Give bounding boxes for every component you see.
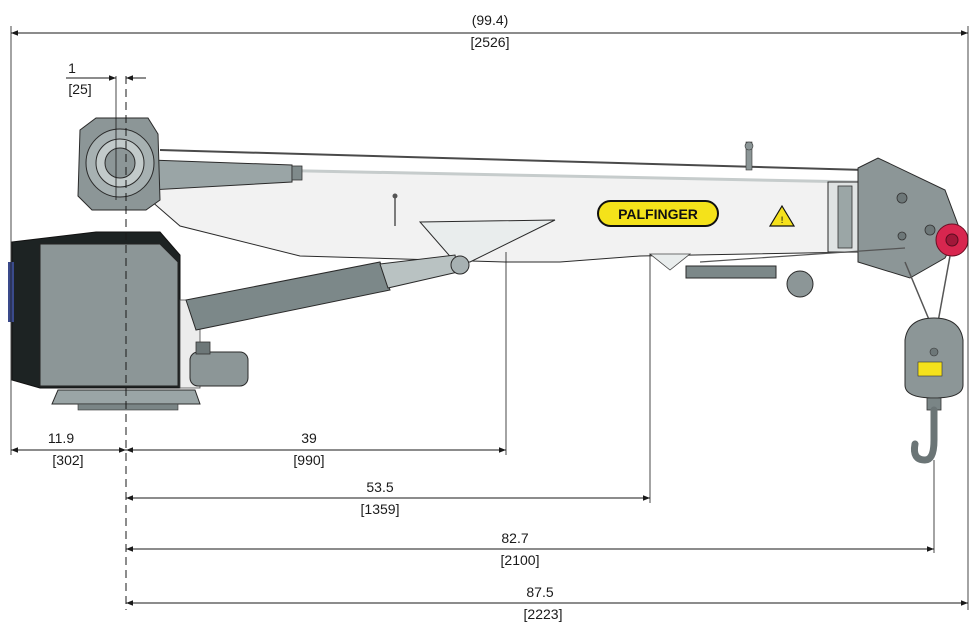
- sheave-cap: [935, 223, 969, 257]
- dim-rear-value: 11.9: [48, 430, 74, 446]
- winch: [685, 265, 814, 298]
- hydraulic-motor: [189, 341, 249, 387]
- dimension-82-7: 82.7 [2100]: [126, 530, 934, 568]
- dim-overall-value: (99.4): [472, 12, 509, 28]
- hook-block: [904, 317, 964, 411]
- dim-39-value: 39: [301, 430, 317, 446]
- dimension-rear: 11.9 [302]: [11, 430, 126, 468]
- dim-39-metric: [990]: [293, 452, 324, 468]
- dim-87-metric: [2223]: [524, 606, 563, 622]
- crane-illustration: ! PALFINGER: [8, 117, 969, 464]
- dim-offset-value: 1: [68, 60, 76, 76]
- dimension-53-5: 53.5 [1359]: [126, 479, 650, 517]
- dim-rear-metric: [302]: [52, 452, 83, 468]
- dim-overall-metric: [2526]: [471, 34, 510, 50]
- boom-bracket: [418, 219, 556, 263]
- base-plate: [51, 389, 201, 405]
- dim-53-metric: [1359]: [361, 501, 400, 517]
- dim-82-metric: [2100]: [501, 552, 540, 568]
- boom-head: [857, 157, 961, 279]
- dim-53-value: 53.5: [366, 479, 393, 495]
- hydraulic-cylinder: [185, 254, 470, 331]
- dimension-39: 39 [990]: [126, 430, 506, 468]
- hook-icon: [911, 406, 938, 464]
- dim-offset-metric: [25]: [68, 81, 91, 97]
- base-housing: [8, 231, 181, 389]
- dimension-offset: 1 [25]: [66, 60, 146, 97]
- slewing-head: [77, 117, 161, 211]
- brand-logo: PALFINGER: [597, 200, 719, 227]
- dim-82-value: 82.7: [501, 530, 528, 546]
- dimension-87-5: 87.5 [2223]: [126, 584, 968, 622]
- brand-logo-text: PALFINGER: [618, 206, 698, 222]
- warning-sign-icon: !: [768, 204, 796, 227]
- svg-text:!: !: [780, 216, 784, 226]
- dim-87-value: 87.5: [526, 584, 553, 600]
- dimension-overall: (99.4) [2526]: [11, 12, 968, 50]
